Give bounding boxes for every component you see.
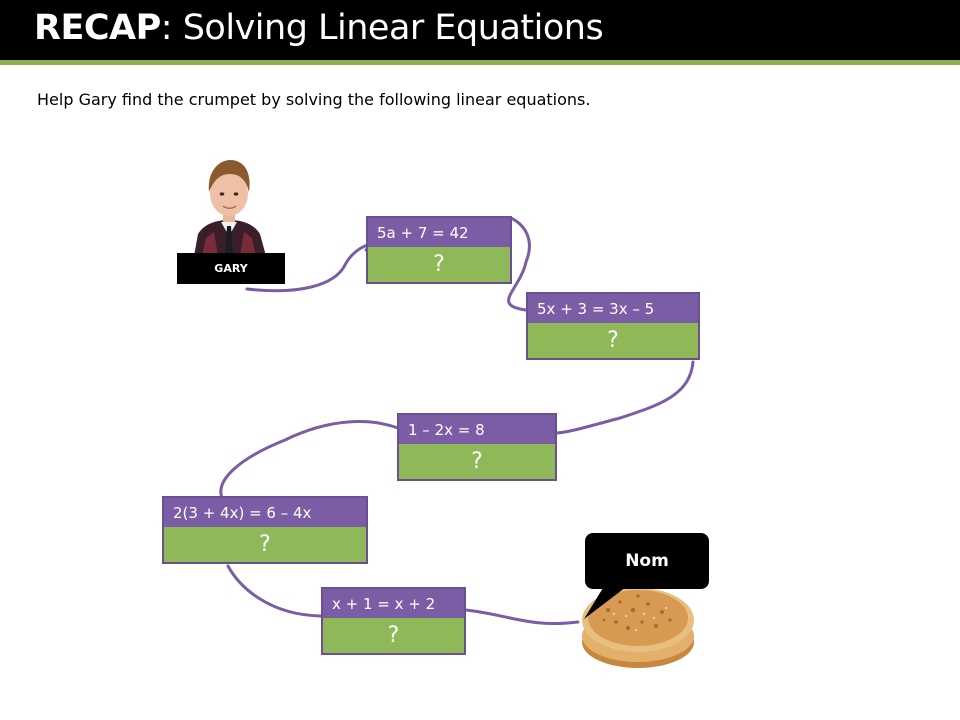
page-title: RECAP: Solving Linear Equations bbox=[34, 8, 604, 48]
equation-card-4: 2(3 + 4x) = 6 – 4x ? bbox=[162, 496, 368, 564]
equation-card-3: 1 – 2x = 8 ? bbox=[397, 413, 557, 481]
path-segment-2 bbox=[507, 216, 531, 312]
equation-text: 1 – 2x = 8 bbox=[397, 413, 557, 444]
title-bold: RECAP bbox=[34, 8, 161, 48]
crumpet-image bbox=[582, 588, 694, 668]
speech-bubble bbox=[584, 533, 709, 619]
path-segment-3 bbox=[555, 360, 695, 435]
gary-avatar bbox=[190, 156, 268, 256]
equation-card-1: 5a + 7 = 42 ? bbox=[366, 216, 512, 284]
answer-box[interactable]: ? bbox=[526, 323, 700, 360]
title-rest: : Solving Linear Equations bbox=[160, 8, 604, 48]
path-segment-5 bbox=[226, 564, 323, 618]
speech-text: Nom bbox=[625, 551, 669, 571]
answer-box[interactable]: ? bbox=[162, 527, 368, 564]
path-segment-6 bbox=[464, 608, 580, 626]
instruction-text: Help Gary find the crumpet by solving th… bbox=[37, 90, 591, 109]
equation-text: 2(3 + 4x) = 6 – 4x bbox=[162, 496, 368, 527]
answer-box[interactable]: ? bbox=[397, 444, 557, 481]
equation-card-5: x + 1 = x + 2 ? bbox=[321, 587, 466, 655]
answer-box[interactable]: ? bbox=[321, 618, 466, 655]
equation-card-2: 5x + 3 = 3x – 5 ? bbox=[526, 292, 700, 360]
title-underline bbox=[0, 60, 960, 65]
gary-name-label: GARY bbox=[177, 253, 285, 284]
equation-text: 5x + 3 = 3x – 5 bbox=[526, 292, 700, 323]
path-segment-4 bbox=[219, 420, 400, 500]
equation-text: 5a + 7 = 42 bbox=[366, 216, 512, 247]
equation-text: x + 1 = x + 2 bbox=[321, 587, 466, 618]
title-bar bbox=[0, 0, 960, 60]
answer-box[interactable]: ? bbox=[366, 247, 512, 284]
